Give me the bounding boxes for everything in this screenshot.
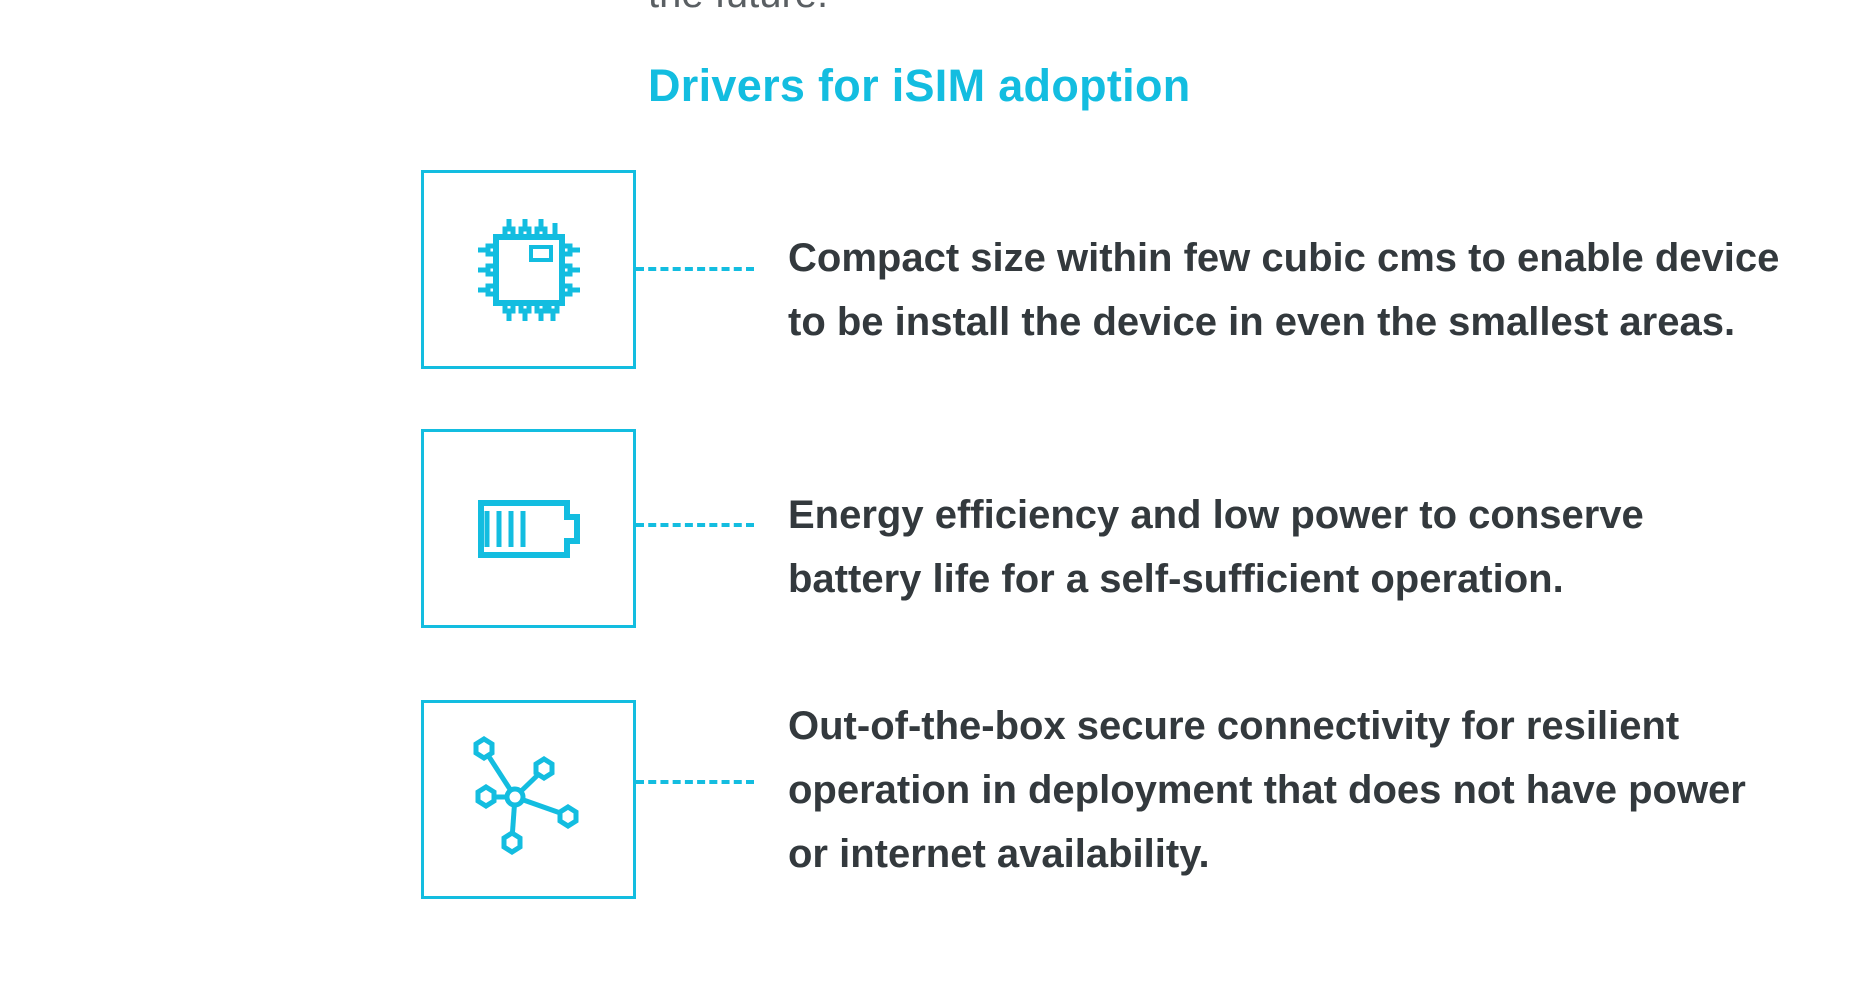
driver-text: Out-of-the-box secure connectivity for r…	[788, 704, 1746, 876]
section-title: Drivers for iSIM adoption	[648, 60, 1191, 111]
dashed-connector	[636, 780, 754, 784]
driver-text: Compact size within few cubic cms to ena…	[788, 236, 1780, 344]
driver-icon-box	[421, 170, 636, 369]
chip-icon	[477, 218, 580, 321]
driver-text: Energy efficiency and low power to conse…	[788, 493, 1644, 601]
battery-icon	[477, 499, 580, 558]
dashed-connector	[636, 267, 754, 271]
network-icon	[473, 735, 578, 855]
cut-off-paragraph-text: the future.	[648, 0, 828, 17]
driver-icon-box	[421, 700, 636, 899]
driver-icon-box	[421, 429, 636, 628]
dashed-connector	[636, 523, 754, 527]
